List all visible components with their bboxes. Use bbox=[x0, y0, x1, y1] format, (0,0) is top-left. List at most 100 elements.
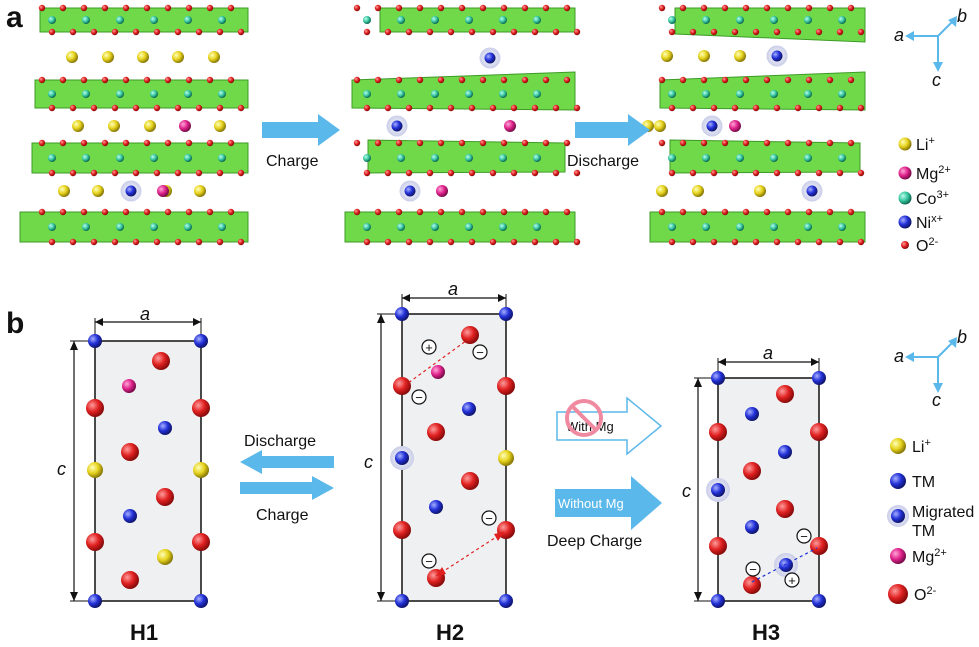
legend-o-label: O2- bbox=[916, 236, 939, 255]
svg-text:−: − bbox=[485, 511, 493, 526]
tm-atom bbox=[745, 407, 759, 421]
tm-atom bbox=[499, 594, 513, 608]
oxygen-atom bbox=[805, 4, 813, 12]
minus-marker bbox=[796, 528, 812, 544]
oxygen-atom bbox=[857, 28, 865, 36]
oxygen-atom bbox=[384, 238, 392, 246]
cobalt-atom bbox=[82, 90, 90, 98]
cobalt-atom bbox=[770, 16, 778, 24]
slab-layer-1 bbox=[379, 7, 576, 33]
cobalt-atom bbox=[363, 223, 371, 231]
oxygen-atom bbox=[185, 4, 193, 12]
cobalt-atom bbox=[48, 16, 56, 24]
oxygen-atom bbox=[721, 76, 729, 84]
cobalt-atom bbox=[431, 223, 439, 231]
legend-o-swatch bbox=[901, 241, 909, 249]
cobalt-atom bbox=[48, 90, 56, 98]
oxygen-atom bbox=[500, 139, 508, 147]
cobalt-atom bbox=[770, 90, 778, 98]
oxygen-atom bbox=[395, 208, 403, 216]
migrated-tm-atom bbox=[395, 451, 409, 465]
nickel-atom bbox=[484, 52, 496, 64]
cobalt-atom bbox=[465, 154, 473, 162]
cobalt-atom bbox=[363, 154, 371, 162]
legend-mg-label: Mg2+ bbox=[916, 164, 951, 183]
oxygen-atom bbox=[80, 76, 88, 84]
oxygen-atom bbox=[426, 28, 434, 36]
oxygen-atom bbox=[521, 139, 529, 147]
svg-text:−: − bbox=[749, 562, 757, 577]
oxygen-atom bbox=[552, 104, 560, 112]
oxygen-atom bbox=[164, 76, 172, 84]
oxygen-atom bbox=[826, 76, 834, 84]
cobalt-atom bbox=[397, 90, 405, 98]
oxygen-atom bbox=[86, 399, 104, 417]
legend-mg-swatch bbox=[898, 166, 912, 180]
cobalt-atom bbox=[499, 16, 507, 24]
oxygen-atom bbox=[374, 4, 382, 12]
cobalt-atom bbox=[82, 223, 90, 231]
slab-layer-3 bbox=[31, 142, 249, 174]
without-mg-label: Without Mg bbox=[558, 496, 624, 511]
nickel-atom bbox=[125, 185, 137, 197]
tm-atom bbox=[812, 594, 826, 608]
cobalt-atom bbox=[804, 90, 812, 98]
oxygen-atom bbox=[185, 139, 193, 147]
cobalt-atom bbox=[116, 16, 124, 24]
oxygen-atom bbox=[237, 104, 245, 112]
oxygen-atom bbox=[111, 28, 119, 36]
legend-a: Li+ Mg2+ Co3+ Nix+ O2- bbox=[898, 135, 951, 255]
cobalt-atom bbox=[363, 16, 371, 24]
oxygen-atom bbox=[447, 104, 455, 112]
oxygen-atom bbox=[384, 169, 392, 177]
oxygen-atom bbox=[461, 326, 479, 344]
oxygen-atom bbox=[195, 104, 203, 112]
oxygen-atom bbox=[458, 208, 466, 216]
cell-h3-a-label: a bbox=[763, 343, 773, 363]
lithium-atom bbox=[87, 462, 103, 478]
cobalt-atom bbox=[499, 223, 507, 231]
cobalt-atom bbox=[116, 223, 124, 231]
tm-atom bbox=[194, 334, 208, 348]
cobalt-atom bbox=[702, 223, 710, 231]
oxygen-atom bbox=[826, 4, 834, 12]
tm-atom bbox=[745, 520, 759, 534]
oxygen-atom bbox=[489, 104, 497, 112]
oxygen-atom bbox=[743, 462, 761, 480]
oxygen-atom bbox=[731, 169, 739, 177]
tm-atom bbox=[158, 421, 172, 435]
lithium-atom bbox=[498, 450, 514, 466]
cobalt-atom bbox=[736, 16, 744, 24]
cobalt-atom bbox=[184, 154, 192, 162]
tm-atom bbox=[395, 307, 409, 321]
charge-arrow: Charge bbox=[262, 114, 340, 170]
discharge-charge-arrows: Discharge Charge bbox=[240, 433, 334, 524]
nickel-atom bbox=[806, 185, 818, 197]
oxygen-atom bbox=[479, 208, 487, 216]
tm-atom bbox=[812, 371, 826, 385]
panel-a-label: a bbox=[6, 1, 23, 34]
tm-atom bbox=[194, 594, 208, 608]
oxygen-atom bbox=[700, 139, 708, 147]
oxygen-atom bbox=[174, 28, 182, 36]
cobalt-atom bbox=[702, 154, 710, 162]
nickel-atom bbox=[706, 120, 718, 132]
cobalt-atom bbox=[465, 90, 473, 98]
oxygen-atom bbox=[122, 139, 130, 147]
oxygen-atom bbox=[405, 238, 413, 246]
magnesium-atom bbox=[436, 185, 448, 197]
oxygen-atom bbox=[479, 76, 487, 84]
plus-marker bbox=[421, 339, 437, 355]
oxygen-atom bbox=[679, 208, 687, 216]
cell-h2: a c H2 bbox=[364, 279, 507, 645]
oxygen-atom bbox=[111, 104, 119, 112]
oxygen-atom bbox=[59, 76, 67, 84]
oxygen-atom bbox=[721, 208, 729, 216]
cobalt-atom bbox=[431, 154, 439, 162]
oxygen-atom bbox=[90, 104, 98, 112]
oxygen-atom bbox=[206, 208, 214, 216]
oxygen-atom bbox=[101, 139, 109, 147]
discharge-arrow: Discharge bbox=[567, 114, 650, 170]
with-mg-arrow: With Mg bbox=[556, 396, 663, 456]
cobalt-atom bbox=[116, 154, 124, 162]
